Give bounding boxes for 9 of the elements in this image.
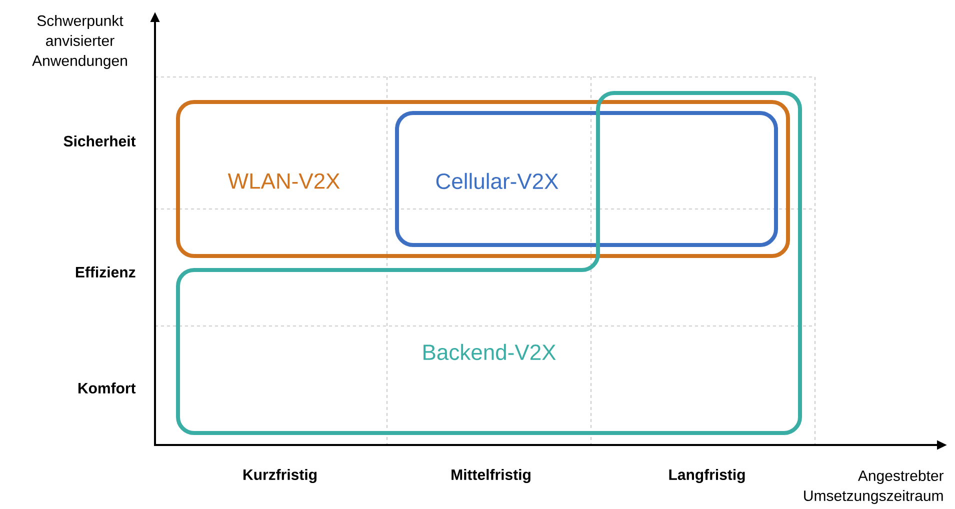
- column-label: Kurzfristig: [244, 468, 316, 484]
- row-label: Komfort: [78, 382, 136, 394]
- column-label: Langfristig: [669, 468, 745, 484]
- row-label: Effizienz: [76, 266, 136, 278]
- region-outline: Cellular-V2X: [395, 111, 778, 247]
- column-label: Mittelfristig: [452, 468, 530, 484]
- axis-title: Angestrebter Umsetzungszeitraum: [804, 470, 944, 504]
- row-label: Sicherheit: [64, 136, 136, 146]
- axis-title: Schwerpunkt anvisierter Anwendungen: [32, 15, 127, 69]
